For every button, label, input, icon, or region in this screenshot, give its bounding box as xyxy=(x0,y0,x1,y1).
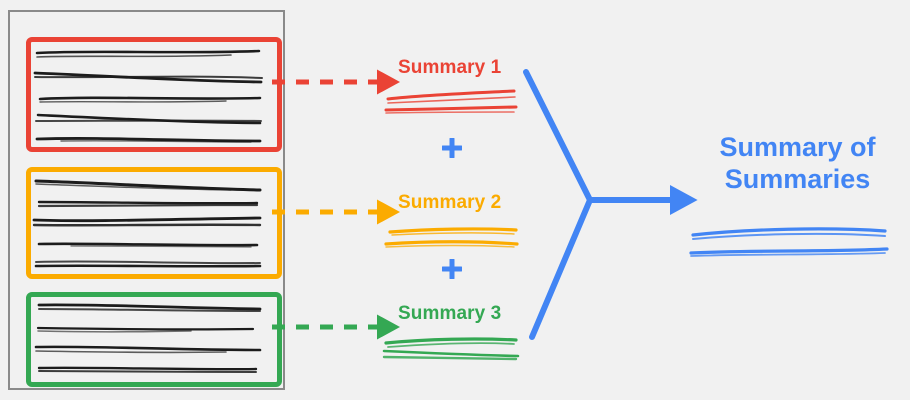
source-document-container xyxy=(8,10,285,390)
summary-2-label: Summary 2 xyxy=(398,192,502,213)
final-summary-title-line-1: Summary of xyxy=(719,132,876,162)
summary-3-underlines xyxy=(382,333,522,363)
chunk-3-text-lines xyxy=(34,303,262,373)
reduce-converging-arrow xyxy=(523,69,698,340)
chunk-1-text-lines xyxy=(33,49,263,143)
summary-1-underlines xyxy=(384,88,519,116)
summary-3-label: Summary 3 xyxy=(398,303,502,324)
document-chunk-2[interactable] xyxy=(26,167,282,279)
final-summary-title-line-2: Summaries xyxy=(724,163,871,194)
final-summary-title: Summary of Summaries xyxy=(690,132,905,196)
chunk-2-text-lines xyxy=(32,179,262,268)
final-summary-underlines xyxy=(688,222,890,262)
document-chunk-1[interactable] xyxy=(26,37,282,152)
summary-2-underlines xyxy=(384,222,519,250)
plus-operator-2 xyxy=(439,256,465,282)
summary-1-label: Summary 1 xyxy=(398,57,502,78)
document-chunk-3[interactable] xyxy=(26,292,282,387)
plus-operator-1 xyxy=(439,135,465,161)
